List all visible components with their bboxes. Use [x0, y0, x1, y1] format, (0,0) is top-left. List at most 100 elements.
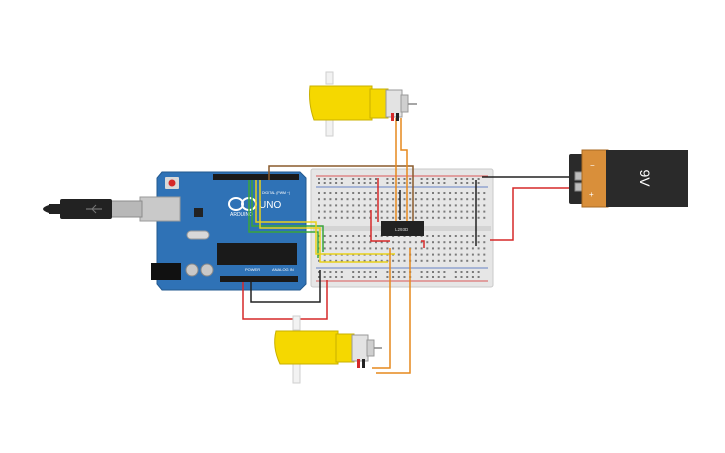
breadboard-hole: [403, 210, 406, 213]
breadboard-hole: [409, 182, 412, 184]
breadboard-hole: [363, 198, 366, 201]
breadboard-hole: [426, 276, 429, 278]
breadboard-hole: [454, 253, 457, 256]
breadboard-hole: [340, 235, 343, 237]
arduino-uno-board[interactable]: ARDUINO UNO DIGITAL (PWM ~) POWER ANALOG…: [139, 171, 307, 291]
breadboard-hole: [386, 271, 389, 273]
breadboard-hole: [357, 247, 360, 250]
breadboard-hole: [318, 216, 320, 219]
breadboard-hole: [437, 247, 440, 250]
breadboard-hole: [323, 210, 326, 213]
breadboard-hole: [449, 198, 452, 201]
breadboard-hole: [357, 198, 360, 201]
breadboard-hole: [437, 204, 440, 207]
breadboard-hole: [375, 204, 377, 207]
breadboard-hole: [323, 178, 326, 180]
breadboard-hole: [335, 241, 338, 244]
breadboard-hole: [443, 247, 446, 250]
arduino-model-text: UNO: [259, 200, 281, 211]
breadboard-hole: [454, 241, 457, 244]
breadboard-hole: [318, 271, 320, 273]
breadboard-hole: [426, 247, 429, 250]
breadboard-hole: [432, 198, 434, 201]
breadboard-hole: [363, 259, 366, 262]
breadboard-hole: [329, 204, 332, 207]
motor-driver-chip[interactable]: L293D: [381, 221, 424, 236]
breadboard-hole: [329, 216, 332, 219]
breadboard-hole: [483, 241, 486, 244]
breadboard-hole: [426, 204, 429, 207]
breadboard-hole: [454, 192, 457, 194]
breadboard-hole: [357, 216, 360, 219]
breadboard-hole: [432, 182, 434, 184]
breadboard-hole: [460, 216, 463, 219]
breadboard-hole: [392, 247, 395, 250]
breadboard-hole: [449, 204, 452, 207]
breadboard-hole: [397, 210, 400, 213]
breadboard-hole: [460, 198, 463, 201]
battery-plus-label: +: [589, 190, 594, 199]
breadboard-hole: [403, 216, 406, 219]
breadboard-hole: [409, 204, 412, 207]
breadboard-hole: [386, 216, 389, 219]
breadboard-hole: [380, 204, 383, 207]
breadboard-hole: [403, 182, 406, 184]
breadboard-hole: [392, 198, 395, 201]
breadboard-hole: [449, 259, 452, 262]
breadboard-hole: [318, 276, 320, 278]
breadboard-hole: [329, 198, 332, 201]
usb-cable[interactable]: [43, 199, 143, 219]
breadboard-hole: [352, 259, 355, 262]
breadboard-hole: [471, 192, 474, 194]
breadboard-hole: [414, 210, 417, 213]
breadboard-hole: [409, 216, 412, 219]
breadboard-hole: [329, 247, 332, 250]
breadboard-hole: [403, 198, 406, 201]
breadboard-hole: [420, 182, 423, 184]
breadboard-hole: [369, 204, 372, 207]
breadboard-hole: [443, 271, 446, 273]
breadboard-hole: [323, 192, 326, 194]
breadboard-hole: [460, 182, 463, 184]
breadboard-hole: [477, 241, 480, 244]
breadboard-hole: [363, 192, 366, 194]
breadboard-hole: [392, 271, 395, 273]
dc-motor-bottom[interactable]: [274, 315, 382, 384]
breadboard-hole: [340, 247, 343, 250]
breadboard-hole: [460, 253, 463, 256]
breadboard-hole: [363, 216, 366, 219]
breadboard-hole: [483, 216, 486, 219]
breadboard-hole: [443, 259, 446, 262]
dc-motor-top[interactable]: [309, 71, 418, 137]
breadboard-hole: [477, 276, 480, 278]
breadboard-hole: [352, 198, 355, 201]
arduino-brand-text: ARDUINO: [230, 212, 253, 218]
breadboard-hole: [375, 182, 377, 184]
breadboard-hole: [471, 178, 474, 180]
breadboard-hole: [409, 241, 412, 244]
breadboard-hole: [386, 182, 389, 184]
breadboard-hole: [318, 178, 320, 180]
breadboard-hole: [420, 247, 423, 250]
breadboard-hole: [323, 276, 326, 278]
breadboard-hole: [437, 182, 440, 184]
breadboard-hole: [454, 259, 457, 262]
breadboard-hole: [477, 271, 480, 273]
breadboard-hole: [392, 178, 395, 180]
breadboard-hole: [443, 178, 446, 180]
breadboard-hole: [477, 259, 480, 262]
breadboard-hole: [323, 235, 326, 237]
breadboard-hole: [414, 253, 417, 256]
breadboard-hole: [323, 241, 326, 244]
breadboard-hole: [426, 198, 429, 201]
battery-9v[interactable]: 9V − +: [569, 149, 688, 208]
battery-minus-label: −: [590, 161, 595, 170]
breadboard-hole: [335, 235, 338, 237]
breadboard-hole: [471, 276, 474, 278]
breadboard-hole: [363, 210, 366, 213]
wires[interactable]: [242, 118, 573, 374]
breadboard-hole: [443, 216, 446, 219]
breadboard-hole: [329, 259, 332, 262]
power-jack: [151, 263, 181, 280]
